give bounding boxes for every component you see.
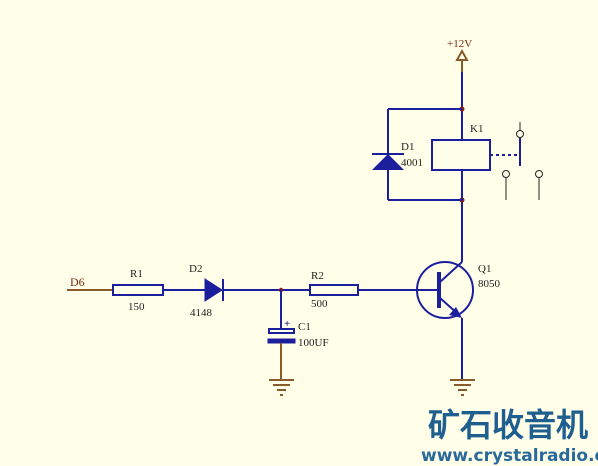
q1-envelope — [416, 261, 474, 319]
q1-value: 8050 — [478, 278, 501, 290]
transistor-q1: Q1 8050 — [416, 261, 501, 319]
r2-name: R2 — [311, 270, 324, 282]
resistor-r1: R1 150 — [112, 268, 164, 313]
watermark: 矿石收音机 www.crystalradio.cn — [421, 406, 598, 466]
watermark-title: 矿石收音机 — [428, 406, 588, 444]
supply-arrow — [455, 48, 469, 61]
watermark-url: www.crystalradio.cn — [421, 446, 598, 466]
d2-triangle — [204, 278, 223, 302]
c1-plate-positive — [268, 328, 295, 334]
supply-label: +12V — [447, 38, 472, 50]
net-label-d6: D6 — [70, 275, 85, 289]
ground-symbol-q1 — [450, 379, 475, 396]
r1-name: R1 — [130, 268, 143, 280]
d2-name: D2 — [189, 263, 202, 275]
resistor-r2: R2 500 — [309, 270, 359, 310]
d2-value: 4148 — [190, 307, 213, 319]
r2-value: 500 — [311, 298, 328, 310]
c1-plate-negative — [267, 338, 296, 344]
r1-value: 150 — [128, 301, 145, 313]
k1-name: K1 — [470, 123, 483, 135]
r2-body — [309, 284, 359, 296]
d1-name: D1 — [401, 141, 414, 153]
relay-k1: K1 — [431, 122, 543, 200]
d1-value: 4001 — [401, 157, 423, 169]
k1-nc-terminal — [502, 170, 510, 178]
r1-body — [112, 284, 164, 296]
input-net-d6: D6 — [67, 275, 113, 291]
q1-emitter-arrow — [449, 307, 462, 318]
c1-polarity: + — [284, 318, 290, 330]
d1-triangle — [372, 154, 404, 170]
k1-no-terminal — [535, 170, 543, 178]
supply-12v: +12V — [447, 38, 472, 72]
q1-collector-line — [439, 261, 463, 283]
c1-value: 100UF — [298, 337, 329, 349]
diode-d1: D1 4001 — [372, 108, 462, 201]
ground-symbol-c1 — [269, 379, 294, 396]
k1-common-terminal — [516, 130, 524, 138]
c1-name: C1 — [298, 321, 311, 333]
capacitor-c1: + C1 100UF — [267, 318, 329, 349]
k1-coil — [431, 139, 491, 171]
q1-name: Q1 — [478, 263, 491, 275]
